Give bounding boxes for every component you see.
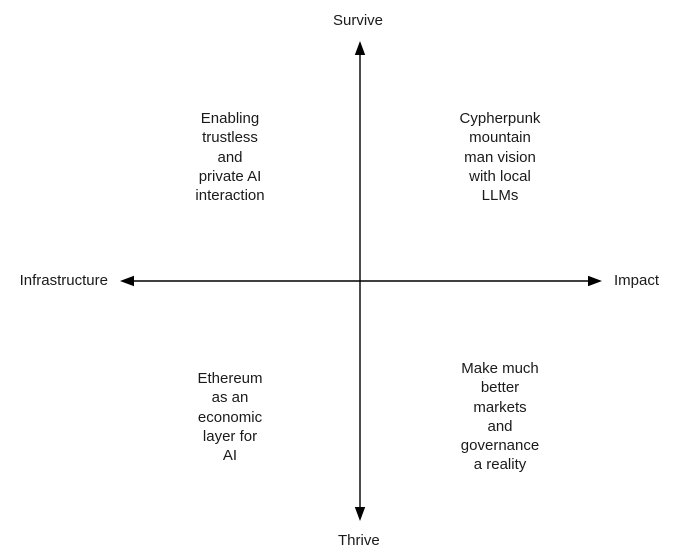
arrowhead-up-icon (354, 41, 366, 55)
quadrant-label-bottom-left: Ethereum as an economic layer for AI (197, 370, 263, 465)
quadrant-label-bottom-right: Make much better markets and governance … (460, 360, 540, 474)
arrowhead-down-icon (354, 507, 366, 521)
axis-label-impact: Impact (614, 272, 660, 289)
axis-label-infrastructure: Infrastructure (19, 272, 108, 289)
arrowhead-right-icon (588, 275, 602, 287)
quadrant-label-top-left: Enabling trustless and private AI intera… (195, 110, 265, 205)
arrowhead-left-icon (120, 275, 134, 287)
axis-label-thrive: Thrive (338, 532, 380, 549)
quadrant-label-top-right: Cypherpunk mountain man vision with loca… (459, 110, 541, 205)
axis-label-survive: Survive (333, 12, 384, 29)
